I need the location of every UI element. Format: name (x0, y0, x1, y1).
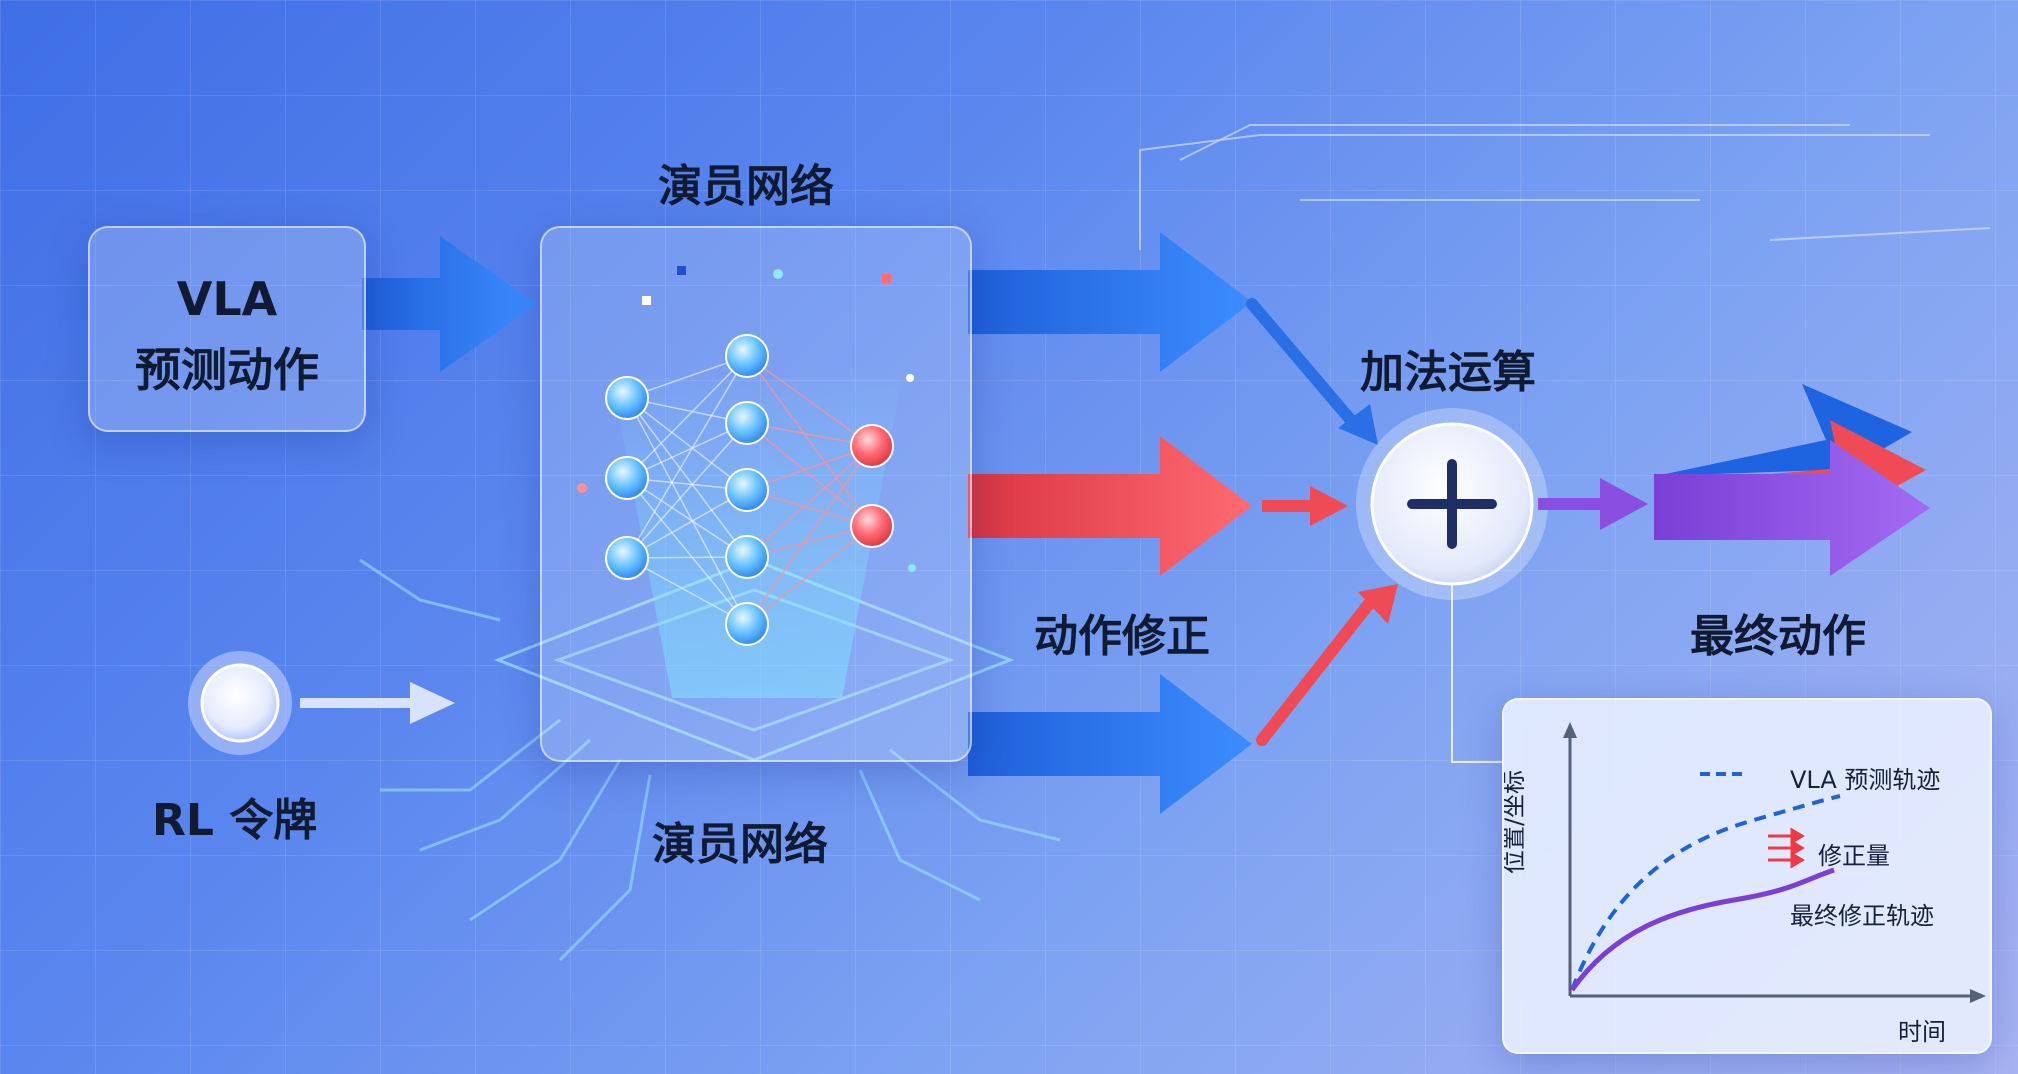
network-edge (626, 557, 748, 625)
network-node (725, 401, 769, 445)
network-edge (626, 489, 748, 559)
network-edge (626, 422, 748, 479)
arrow-vla-to-actor (362, 236, 536, 372)
actor-network-title-bottom: 演员网络 (652, 819, 828, 870)
network-edge (626, 355, 748, 559)
network-edge (746, 355, 873, 527)
network-node (725, 535, 769, 579)
trajectory-plot: 位置/坐标 (1500, 722, 1986, 1003)
neural-network-icon (577, 266, 916, 698)
legend-final-trajectory: 最终修正轨迹 (1790, 902, 1934, 930)
network-node (605, 536, 649, 580)
y-axis-label: 位置/坐标 (1504, 770, 1528, 874)
circuit-decoration (359, 558, 1061, 962)
vla-trajectory-line (1570, 794, 1841, 991)
vla-prediction-box: VLA 预测动作 (88, 226, 366, 432)
arrow-actor-blue-bottom (968, 674, 1252, 814)
network-edge (626, 422, 748, 559)
network-edge (626, 477, 748, 558)
network-node (725, 334, 769, 378)
network-edge (746, 445, 873, 625)
network-output-node (850, 424, 894, 468)
network-edge (746, 525, 873, 625)
network-node (725, 468, 769, 512)
network-edge (626, 397, 748, 491)
legend-correction-amount: 修正量 (1818, 842, 1890, 870)
vla-label: VLA (176, 272, 278, 326)
final-action-label: 最终动作 (1690, 611, 1866, 662)
arrow-rl-to-actor (300, 682, 455, 724)
final-trajectory-line (1569, 867, 1835, 992)
connector-plus-to-chart (1451, 584, 1502, 763)
trajectory-inset-chart: 位置/坐标 VLA 预测轨迹 修正量 最终修正轨迹 时间 (1500, 698, 1992, 1054)
arrow-actor-blue-top (968, 232, 1252, 372)
connectors-to-plus (1246, 298, 1398, 746)
network-node (605, 456, 649, 500)
rl-token-label: RL 令牌 (152, 795, 318, 846)
arrow-actor-red-middle (968, 436, 1252, 576)
correction-arrows (1768, 827, 1805, 869)
network-node (605, 376, 649, 420)
orb-icon (200, 663, 280, 743)
network-edge (626, 397, 748, 625)
vla-prediction-label: 预测动作 (135, 343, 319, 397)
network-edge (746, 355, 873, 447)
plus-icon (1407, 459, 1497, 549)
network-node (725, 602, 769, 646)
arrow-plus-to-final (1538, 478, 1648, 530)
actor-network-title-top: 演员网络 (658, 161, 834, 212)
network-edge (626, 397, 748, 558)
network-edge (746, 445, 873, 491)
network-edge (626, 477, 748, 625)
legend-vla-trajectory: VLA 预测轨迹 (1790, 766, 1941, 794)
network-edge (746, 445, 873, 558)
x-axis-label: 时间 (1898, 1018, 1946, 1046)
tech-lines-decoration (1139, 124, 1991, 250)
actor-network-box (540, 226, 972, 762)
action-correction-label: 动作修正 (1034, 611, 1210, 662)
network-edge (626, 355, 748, 479)
network-edge (746, 422, 873, 527)
add-operation-label: 加法运算 (1360, 347, 1536, 398)
network-output-node (850, 504, 894, 548)
final-arrow-purple (1654, 440, 1930, 576)
